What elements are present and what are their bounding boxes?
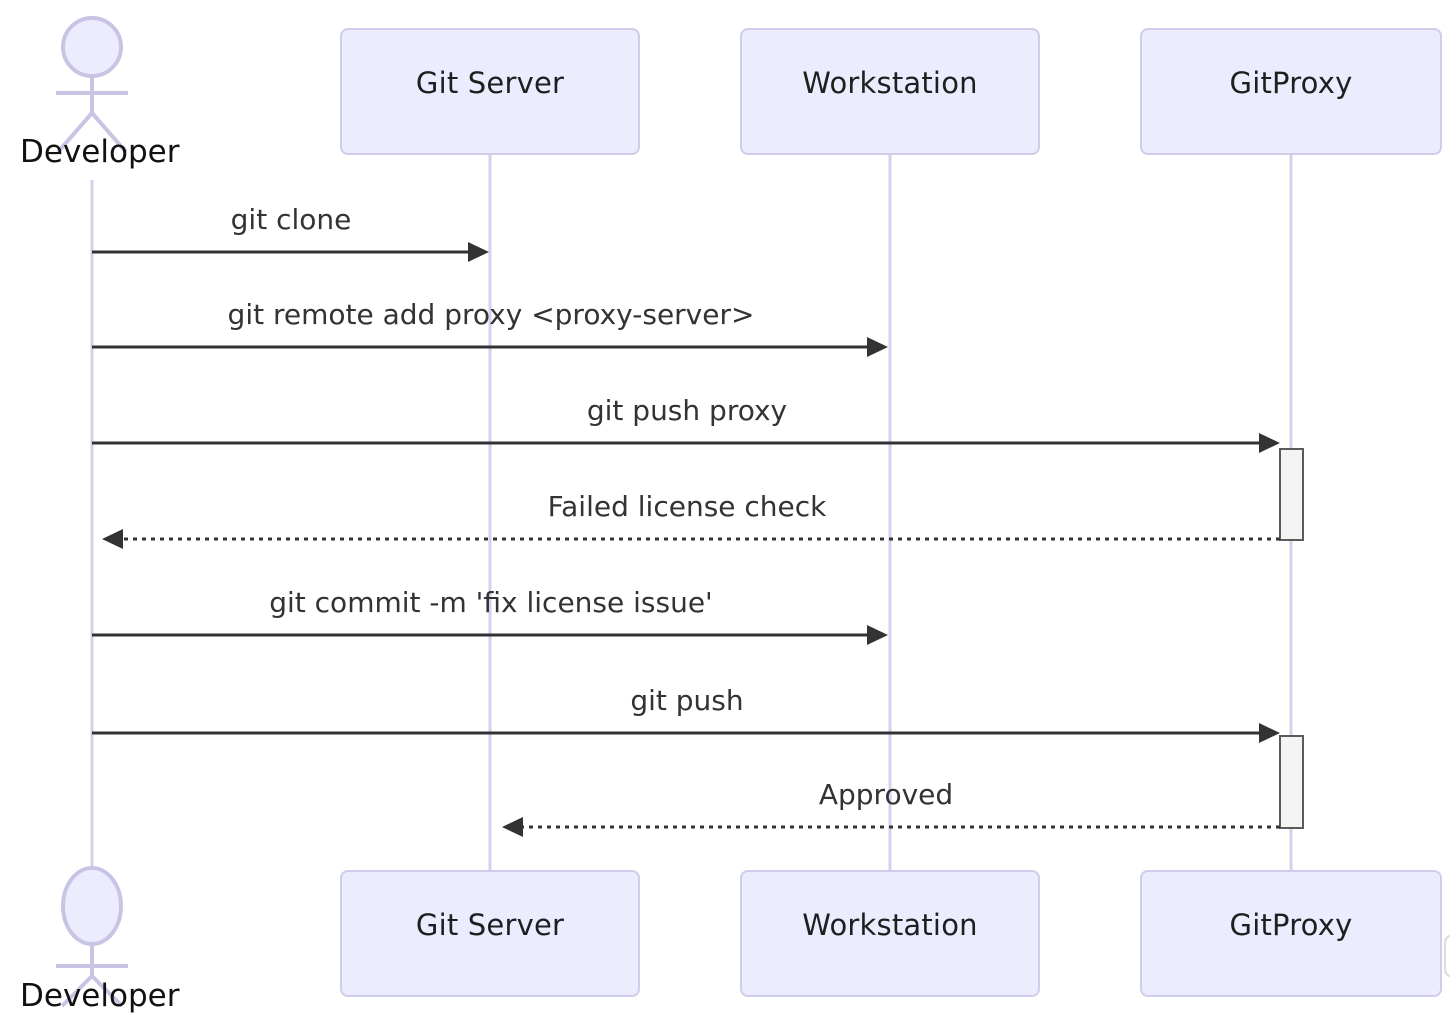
activation-bar-gitproxy-2 xyxy=(1279,735,1304,829)
participant-box-git-server-bottom: Git Server xyxy=(340,870,640,997)
message-arrow-git-push xyxy=(92,723,1280,743)
message-arrows xyxy=(92,242,1280,837)
message-label-git-commit: git commit -m 'fix license issue' xyxy=(269,586,713,619)
actor-figure-bottom xyxy=(56,866,128,1008)
participant-box-git-server-top: Git Server xyxy=(340,28,640,155)
actor-label-developer-bottom: Developer xyxy=(20,978,180,1014)
participant-label: GitProxy xyxy=(1229,907,1353,942)
actor-leg-right xyxy=(90,974,124,1008)
message-label-git-clone: git clone xyxy=(230,203,352,236)
participant-box-gitproxy-bottom: GitProxy xyxy=(1140,870,1442,997)
actor-leg-left xyxy=(56,111,94,154)
actor-leg-right xyxy=(90,111,128,154)
message-label-approved: Approved xyxy=(818,778,954,811)
participant-label: Workstation xyxy=(802,907,978,942)
actor-head-icon xyxy=(61,866,123,946)
participant-box-workstation-bottom: Workstation xyxy=(740,870,1040,997)
activations xyxy=(1279,448,1304,829)
message-arrow-failed-license-check xyxy=(102,529,1280,549)
message-arrow-approved xyxy=(502,817,1280,837)
message-arrow-git-commit xyxy=(92,625,888,645)
message-label-git-push: git push xyxy=(630,684,744,717)
participant-label: Git Server xyxy=(415,65,565,100)
message-label-failed-license-check: Failed license check xyxy=(547,490,827,523)
participant-label: Git Server xyxy=(415,907,565,942)
cutoff-panel-edge xyxy=(1444,934,1450,978)
participant-box-workstation-top: Workstation xyxy=(740,28,1040,155)
actor-leg-left xyxy=(60,974,94,1008)
actor-figure-top xyxy=(56,16,128,154)
message-arrow-git-remote-add-proxy xyxy=(92,337,888,357)
activation-bar-gitproxy-1 xyxy=(1279,448,1304,541)
participant-label: Workstation xyxy=(802,65,978,100)
message-label-git-push-proxy: git push proxy xyxy=(586,394,788,427)
actor-label-developer-top: Developer xyxy=(20,134,180,170)
message-arrow-git-push-proxy xyxy=(92,433,1280,453)
message-label-git-remote-add-proxy: git remote add proxy <proxy-server> xyxy=(227,298,755,331)
actor-head-icon xyxy=(61,16,123,78)
participant-box-gitproxy-top: GitProxy xyxy=(1140,28,1442,155)
message-arrow-git-clone xyxy=(92,242,489,262)
participant-label: GitProxy xyxy=(1229,65,1353,100)
